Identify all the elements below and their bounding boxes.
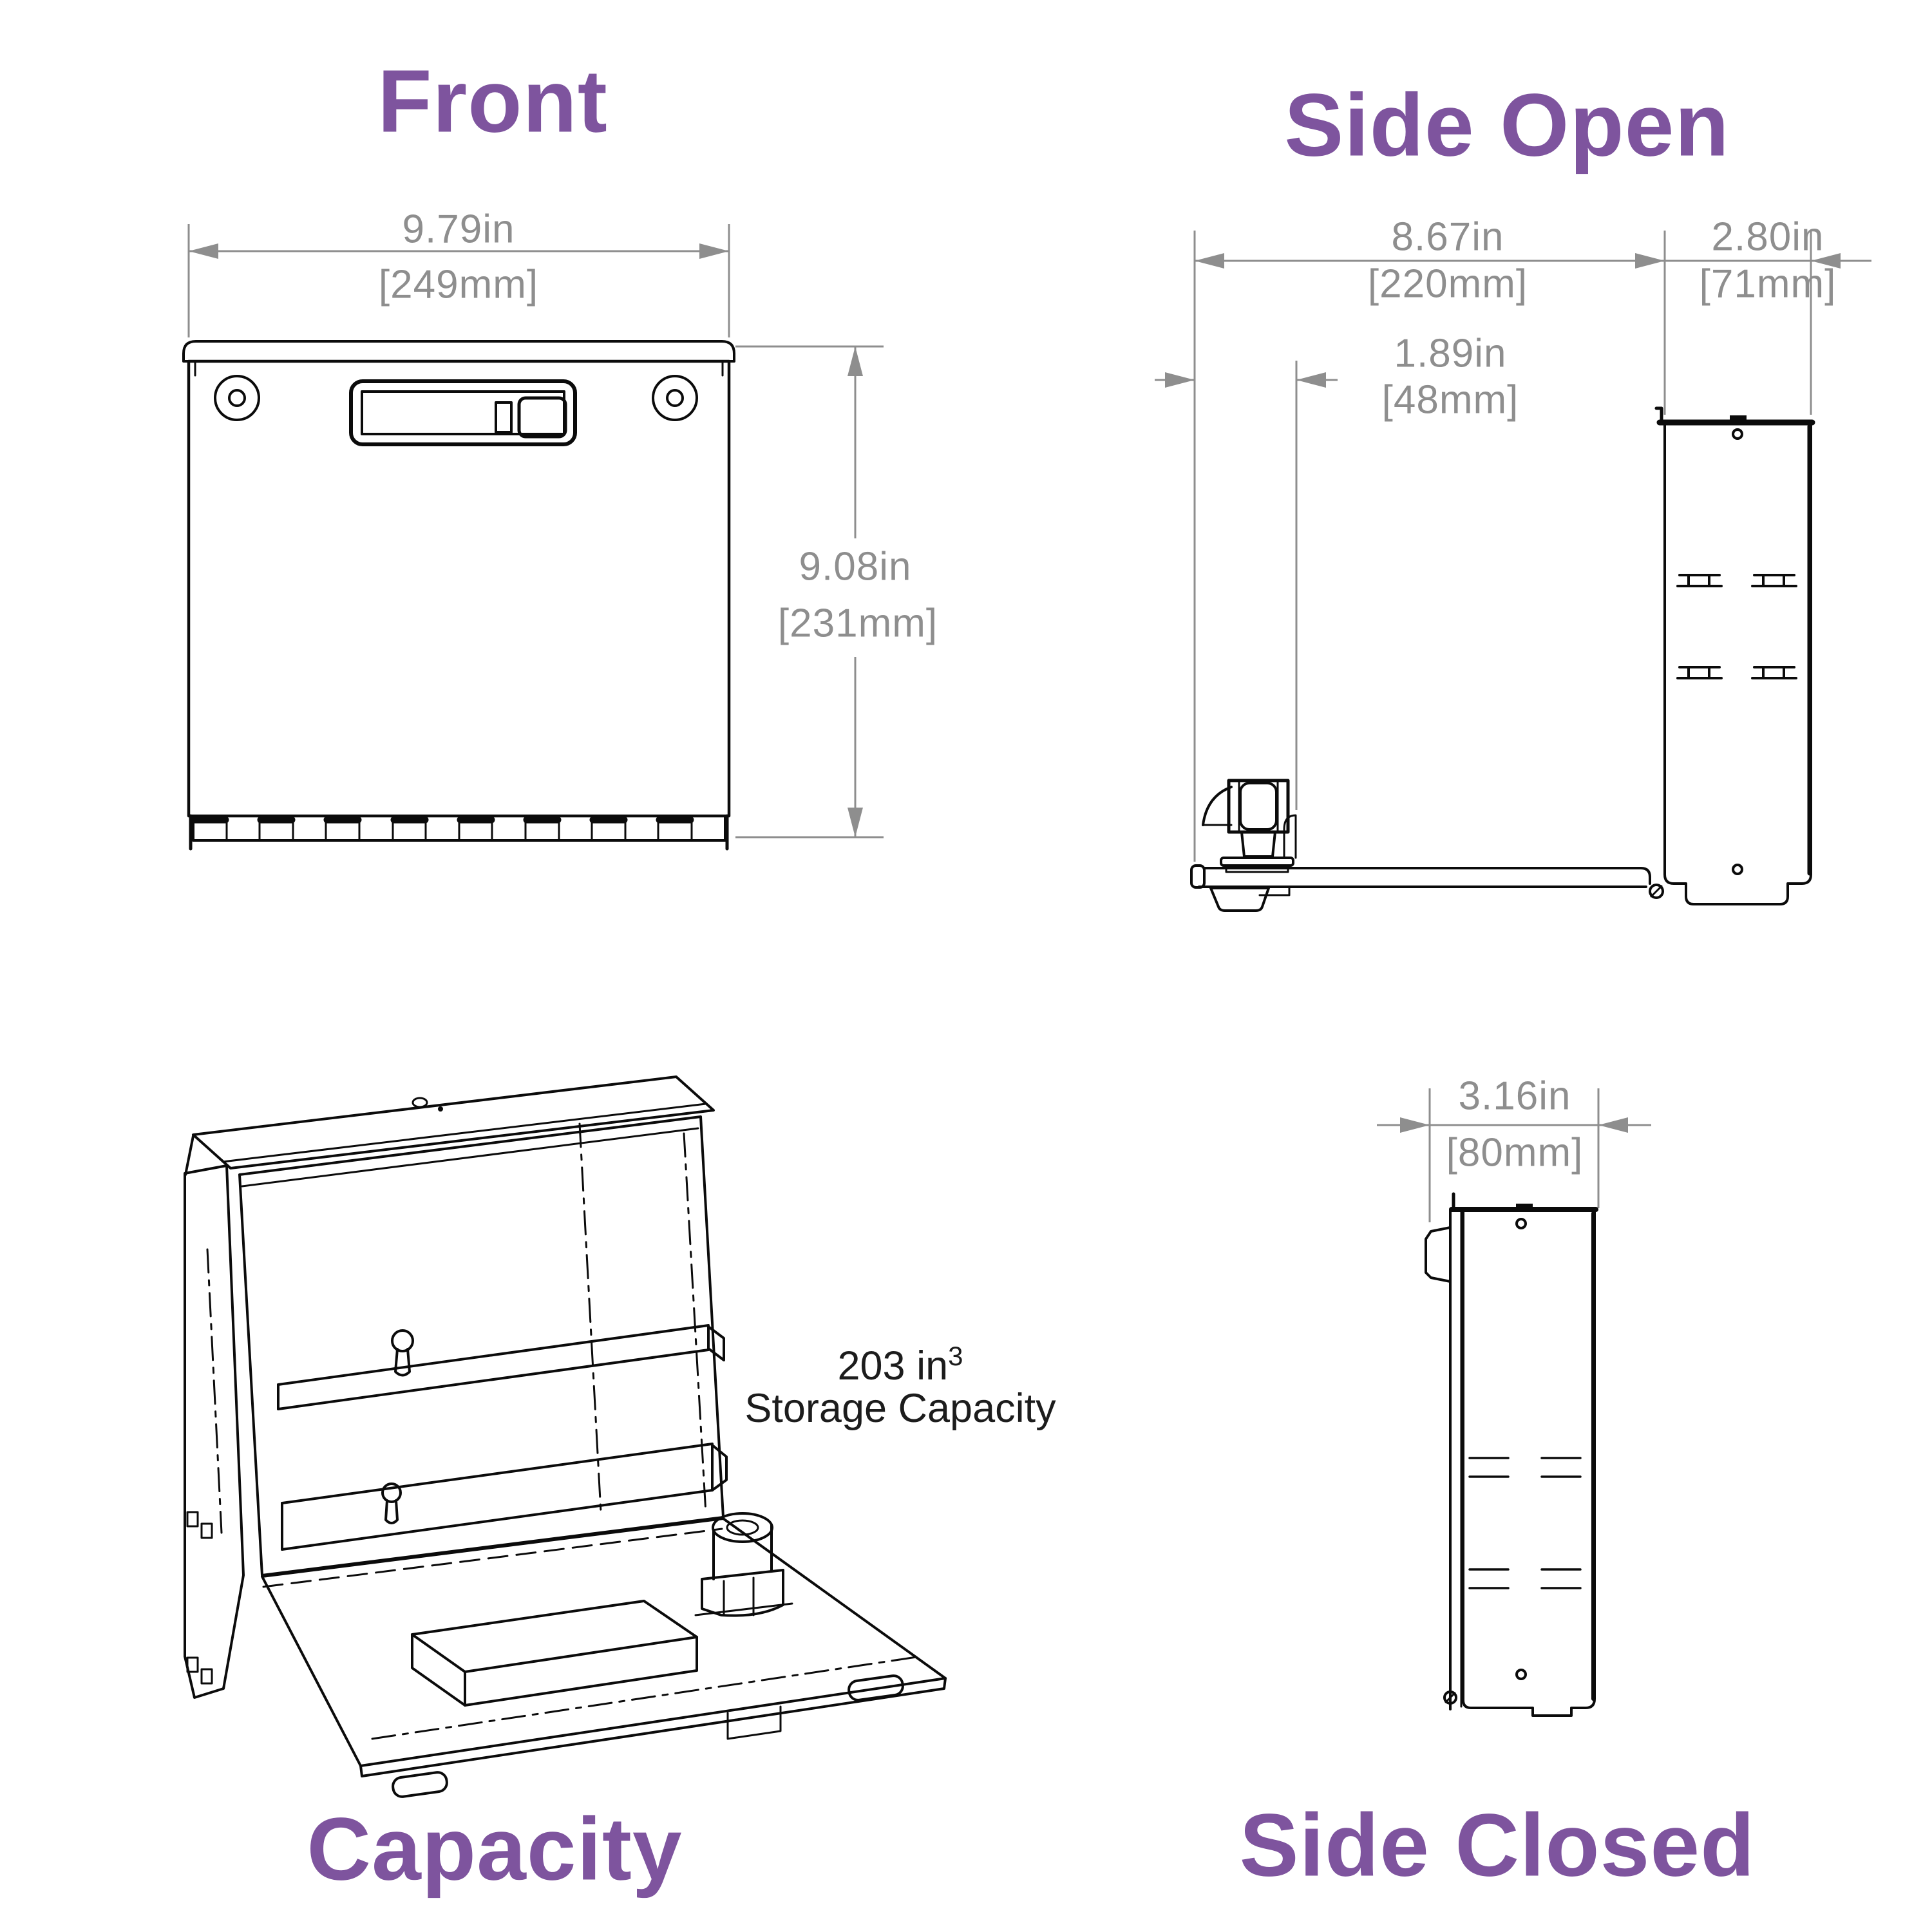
storage-capacity-label: Storage Capacity [744, 1386, 1056, 1431]
side-open-latch-knob [1202, 779, 1297, 873]
capacity-shelf-lower [281, 1443, 728, 1551]
side-open-door-mm: [220mm] [1367, 261, 1528, 307]
capacity-shelf-upper [277, 1324, 725, 1410]
capacity-view-drawing [184, 1075, 947, 1798]
capacity-latch-knob [694, 1512, 793, 1617]
capacity-left-wall [184, 1164, 245, 1699]
front-latch [349, 379, 577, 446]
side-closed-depth-dimension [1377, 1088, 1651, 1222]
side-closed-bottom-hook [1443, 1690, 1457, 1705]
front-height-mm: [231mm] [777, 601, 938, 646]
side-closed-latch-bump [1425, 1226, 1452, 1283]
side-open-tray [1190, 864, 1664, 899]
capacity-feet [392, 1674, 904, 1798]
storage-capacity-value: 203 in3 [837, 1340, 963, 1388]
capacity-keyholes [381, 1329, 414, 1524]
front-width-inches: 9.79in [402, 207, 515, 252]
capacity-back-panel [238, 1115, 724, 1577]
side-open-back-panel [1654, 406, 1815, 905]
side-open-latch-inches: 1.89in [1394, 331, 1507, 376]
front-width-dimension [187, 224, 730, 337]
storage-capacity-note: 203 in3 Storage Capacity [744, 1340, 1056, 1431]
side-open-latch-mm: [48mm] [1381, 377, 1519, 422]
front-hinge [189, 814, 729, 851]
side-open-door-inches: 8.67in [1391, 214, 1504, 260]
side-open-door-dimension [1193, 231, 1666, 862]
front-height-inches: 9.08in [799, 544, 912, 589]
side-open-bracket-slots [1676, 574, 1797, 679]
side-open-panel-mm: [71mm] [1699, 261, 1837, 307]
side-open-latch-dimension [1155, 361, 1338, 810]
front-height-dimension [735, 345, 884, 838]
front-screw-holes [214, 375, 698, 421]
capacity-battery-box [411, 1600, 698, 1707]
side-closed-body [1449, 1192, 1598, 1717]
front-body [187, 359, 731, 818]
side-open-panel-inches: 2.80in [1711, 214, 1824, 260]
capacity-open-door [261, 1517, 947, 1777]
front-view-drawing [182, 224, 884, 851]
side-open-view-title: Side Open [1284, 75, 1730, 175]
front-view-title: Front [377, 52, 608, 151]
side-open-foot [1209, 887, 1291, 912]
side-closed-slot-edges [1468, 1457, 1582, 1589]
capacity-view-title: Capacity [307, 1799, 683, 1899]
side-closed-depth-mm: [80mm] [1446, 1130, 1584, 1175]
side-closed-depth-inches: 3.16in [1458, 1074, 1571, 1119]
side-closed-view-title: Side Closed [1239, 1795, 1756, 1895]
front-lid [182, 340, 735, 363]
side-open-view-drawing [1155, 231, 1871, 912]
side-open-panel-dimension [1665, 231, 1871, 415]
capacity-box-top [184, 1075, 715, 1176]
side-closed-view-drawing [1377, 1088, 1651, 1717]
front-width-mm: [249mm] [378, 262, 539, 307]
